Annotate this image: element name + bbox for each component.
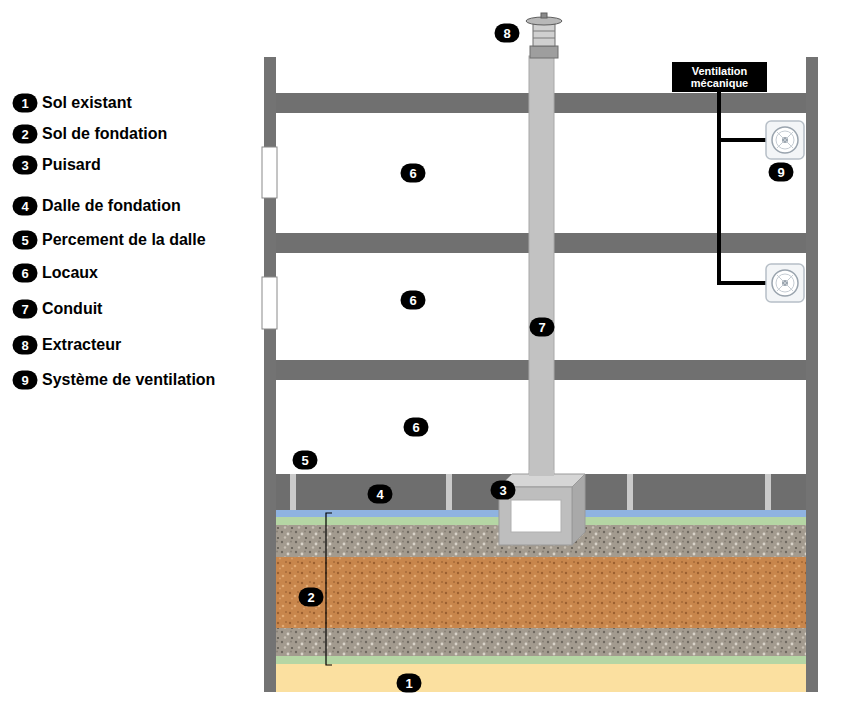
extractor-body bbox=[533, 24, 555, 46]
legend-label: Percement de la dalle bbox=[42, 230, 206, 250]
callout-number: 2 bbox=[13, 125, 38, 144]
conduit bbox=[529, 56, 554, 478]
extractor-knob bbox=[541, 13, 547, 18]
extractor-band bbox=[533, 31, 555, 32]
slab-penetration bbox=[290, 474, 296, 510]
callout-number: 7 bbox=[13, 300, 38, 319]
callout-number: 6 bbox=[13, 264, 38, 283]
callout-number: 2 bbox=[299, 588, 324, 607]
callout-number: 8 bbox=[495, 24, 520, 43]
sump-opening bbox=[511, 500, 561, 532]
callout-number: 9 bbox=[769, 163, 794, 182]
control-box: Ventilation mécanique bbox=[672, 62, 767, 92]
callout-number: 1 bbox=[13, 94, 38, 113]
extractor-base bbox=[530, 46, 558, 58]
callout-number: 9 bbox=[13, 371, 38, 390]
existing-soil bbox=[264, 664, 818, 692]
callout-number: 5 bbox=[13, 231, 38, 250]
wall bbox=[806, 57, 818, 692]
callout-number: 4 bbox=[13, 197, 38, 216]
legend-label: Sol de fondation bbox=[42, 124, 167, 144]
sand-layer bbox=[276, 557, 806, 628]
callout-number: 8 bbox=[13, 336, 38, 355]
fan-icon bbox=[766, 264, 804, 302]
box-label: Ventilation mécanique bbox=[676, 65, 763, 89]
callout-number: 3 bbox=[13, 156, 38, 175]
slab-penetration bbox=[765, 474, 771, 510]
legend-label: Dalle de fondation bbox=[42, 196, 181, 216]
legend-label: Locaux bbox=[42, 263, 98, 283]
fan-icon bbox=[766, 121, 804, 159]
bracket bbox=[326, 513, 332, 665]
callout-number: 7 bbox=[530, 318, 555, 337]
sump-side bbox=[572, 474, 585, 545]
slab-penetration bbox=[627, 474, 633, 510]
callout-number: 1 bbox=[397, 674, 422, 693]
legend-label: Conduit bbox=[42, 299, 102, 319]
slab-penetration bbox=[446, 474, 452, 510]
window bbox=[262, 147, 277, 198]
callout-number: 5 bbox=[293, 451, 318, 470]
callout-number: 6 bbox=[401, 164, 426, 183]
callout-number: 6 bbox=[401, 291, 426, 310]
legend-label: Sol existant bbox=[42, 93, 132, 113]
conduit bbox=[529, 470, 554, 476]
geotextile-layer bbox=[276, 656, 806, 664]
callout-number: 4 bbox=[368, 485, 393, 504]
legend-label: Puisard bbox=[42, 155, 101, 175]
extractor-band bbox=[533, 38, 555, 39]
duct-line bbox=[719, 90, 766, 283]
gravel-layer bbox=[276, 628, 806, 656]
legend-label: Extracteur bbox=[42, 335, 121, 355]
duct-line bbox=[719, 138, 766, 142]
window bbox=[262, 277, 277, 329]
callout-number: 6 bbox=[404, 418, 429, 437]
legend-label: Système de ventilation bbox=[42, 370, 215, 390]
callout-number: 3 bbox=[491, 481, 516, 500]
